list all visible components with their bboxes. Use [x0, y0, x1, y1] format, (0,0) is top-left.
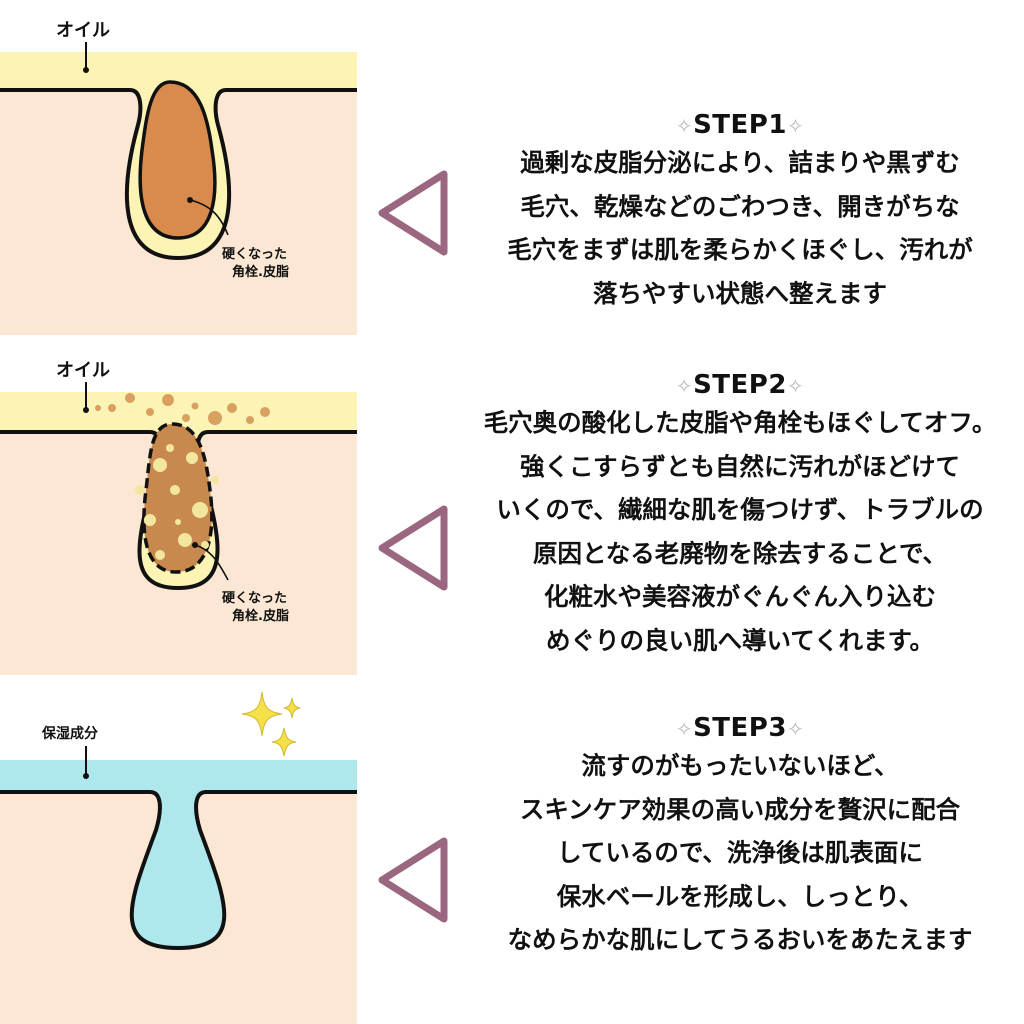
step-line: めぐりの良い肌へ導いてくれます。 — [545, 625, 935, 655]
step-line: 原因となる老廃物を除去することで、 — [532, 538, 948, 568]
pore-label-line1: 硬くなった — [222, 591, 287, 606]
oil-label: オイル — [56, 360, 110, 381]
left-triangle-icon — [372, 503, 452, 593]
sebum-particles — [95, 393, 270, 425]
sparkle-icon: ✧ — [786, 717, 805, 741]
step1-text: ✧STEP1✧ 過剰な皮脂分泌により、詰まりや黒ずむ 毛穴、乾燥などのごわつき、… — [456, 110, 1024, 315]
step-line: 毛穴、乾燥などのごわつき、開きがちな — [520, 191, 960, 221]
sparkle-icon: ✧ — [786, 374, 805, 398]
step-line: いくので、繊細な肌を傷つけず、トラブルの — [496, 495, 984, 524]
sparkle-icon: ✧ — [786, 114, 805, 138]
loosening-plug — [142, 422, 214, 574]
sparkle-icon — [241, 691, 301, 757]
step-line: 過剰な皮脂分泌により、詰まりや黒ずむ — [520, 148, 960, 177]
sparkle-icon: ✧ — [675, 717, 694, 741]
moisture-label: 保湿成分 — [41, 725, 98, 742]
step2-text: ✧STEP2✧ 毛穴奥の酸化した皮脂や角栓もほぐしてオフ。 強くこすらずとも自然… — [456, 370, 1024, 662]
pore-label-line2: 角栓.皮脂 — [232, 264, 289, 280]
pore-label-line2: 角栓.皮脂 — [232, 608, 289, 624]
step-line: しているので、洗浄後は肌表面に — [557, 838, 923, 867]
left-triangle-icon — [372, 168, 452, 258]
moisture-layer — [0, 760, 357, 792]
step-line: スキンケア効果の高い成分を贅沢に配合 — [519, 794, 961, 824]
step-line: 化粧水や美容液がぐんぐん入り込む — [544, 582, 936, 611]
oil-droplets — [135, 444, 219, 560]
sparkle-icon: ✧ — [675, 114, 694, 138]
step-line: 流すのがもったいないほど、 — [581, 751, 899, 780]
step3-text: ✧STEP3✧ 流すのがもったいないほど、 スキンケア効果の高い成分を贅沢に配合… — [456, 713, 1024, 962]
oil-label: オイル — [56, 20, 110, 41]
step3-illustration: 保湿成分 — [0, 680, 357, 1024]
left-triangle-icon — [372, 835, 452, 925]
step-line: なめらかな肌にしてうるおいをあたえます — [507, 925, 973, 954]
step-line: 毛穴をまずは肌を柔らかくほぐし、汚れが — [507, 235, 973, 264]
pore-outline — [0, 790, 357, 950]
step-line: 毛穴奥の酸化した皮脂や角栓もほぐしてオフ。 — [483, 408, 997, 437]
step-line: 落ちやすい状態へ整えます — [593, 278, 887, 308]
sebum-plug — [138, 80, 217, 240]
step2-illustration: オイル 硬くなった 角栓.皮脂 — [0, 340, 357, 675]
step-line: 保水ベールを形成し、しっとり、 — [556, 881, 924, 911]
sparkle-icon: ✧ — [675, 374, 694, 398]
step-line: 強くこすらずとも自然に汚れがほどけて — [519, 451, 961, 481]
step1-illustration: オイル 硬くなった 角栓.皮脂 — [0, 0, 357, 335]
pore-label-line1: 硬くなった — [222, 247, 287, 262]
step-title: ✧STEP2✧ — [675, 370, 805, 400]
step-title: ✧STEP1✧ — [675, 110, 805, 140]
step-title: ✧STEP3✧ — [675, 713, 805, 743]
